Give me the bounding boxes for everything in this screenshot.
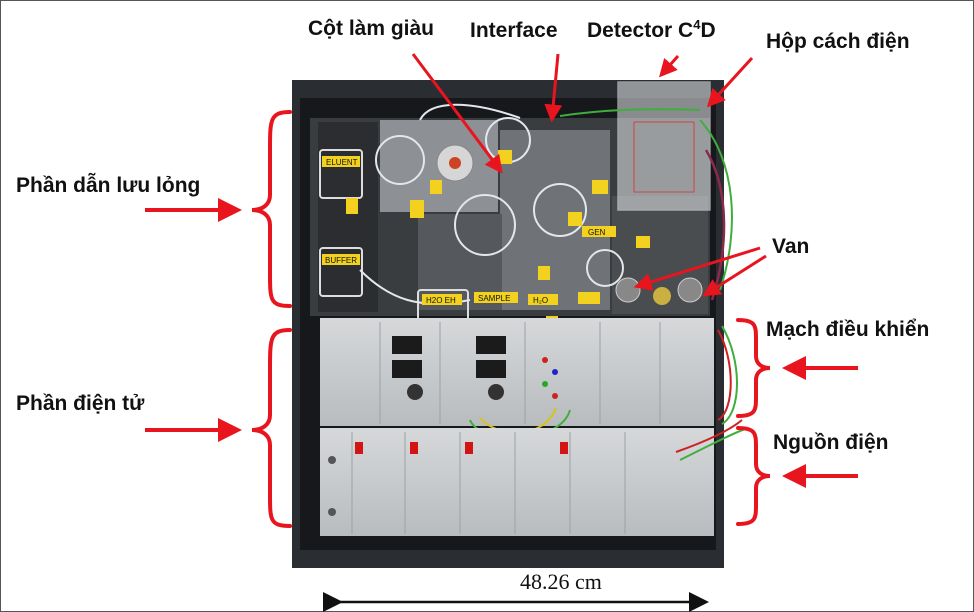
braces [251, 110, 771, 528]
label-phan-dien-tu: Phần điện tử [16, 392, 145, 415]
arrow-van-1 [633, 246, 761, 291]
arrow-van-2 [702, 254, 767, 297]
label-phan-dan-luu-long: Phần dẫn lưu lỏng [16, 174, 201, 197]
electronics-section-photo [320, 318, 738, 439]
brace-phan-dan-luu-long [251, 110, 292, 308]
arrow-interface [544, 53, 563, 123]
detector-prefix: Detector C [587, 19, 694, 42]
label-mach-dieu-khien: Mạch điều khiển [766, 318, 930, 341]
tag-gen: GEN [588, 228, 606, 237]
brace-phan-dien-tu [251, 328, 292, 528]
power-section-photo [320, 419, 749, 536]
tag-buffer: BUFFER [325, 256, 357, 265]
tag-h2o-right: H₂O [533, 296, 548, 305]
label-van: Van [772, 235, 810, 258]
device-tags: ELUENT BUFFER H2O EH SAMPLE H₂O GEN [322, 156, 616, 305]
arrow-detector [659, 55, 680, 78]
label-hop-cach-dien: Hộp cách điện [766, 30, 910, 53]
label-cot-lam-giau: Cột làm giàu [308, 17, 435, 40]
detector-suffix: D [700, 19, 716, 42]
arrow-hop-cach-dien [706, 56, 754, 108]
label-interface: Interface [470, 19, 558, 42]
annotation-arrows [145, 53, 858, 488]
label-detector: Detector C4D [587, 17, 716, 43]
brace-mach-dieu-khien [736, 318, 771, 418]
label-nguon-dien: Nguồn điện [773, 431, 889, 454]
brace-nguon-dien [736, 426, 771, 526]
dimension-label: 48.26 cm [520, 569, 602, 594]
tag-sample: SAMPLE [478, 294, 510, 303]
fluid-section-photo [310, 81, 733, 330]
tag-eluent: ELUENT [326, 158, 358, 167]
tag-h2o-left: H2O EH [426, 296, 456, 305]
arrow-cot-lam-giau [411, 53, 503, 174]
detector-superscript: 4 [693, 17, 701, 32]
